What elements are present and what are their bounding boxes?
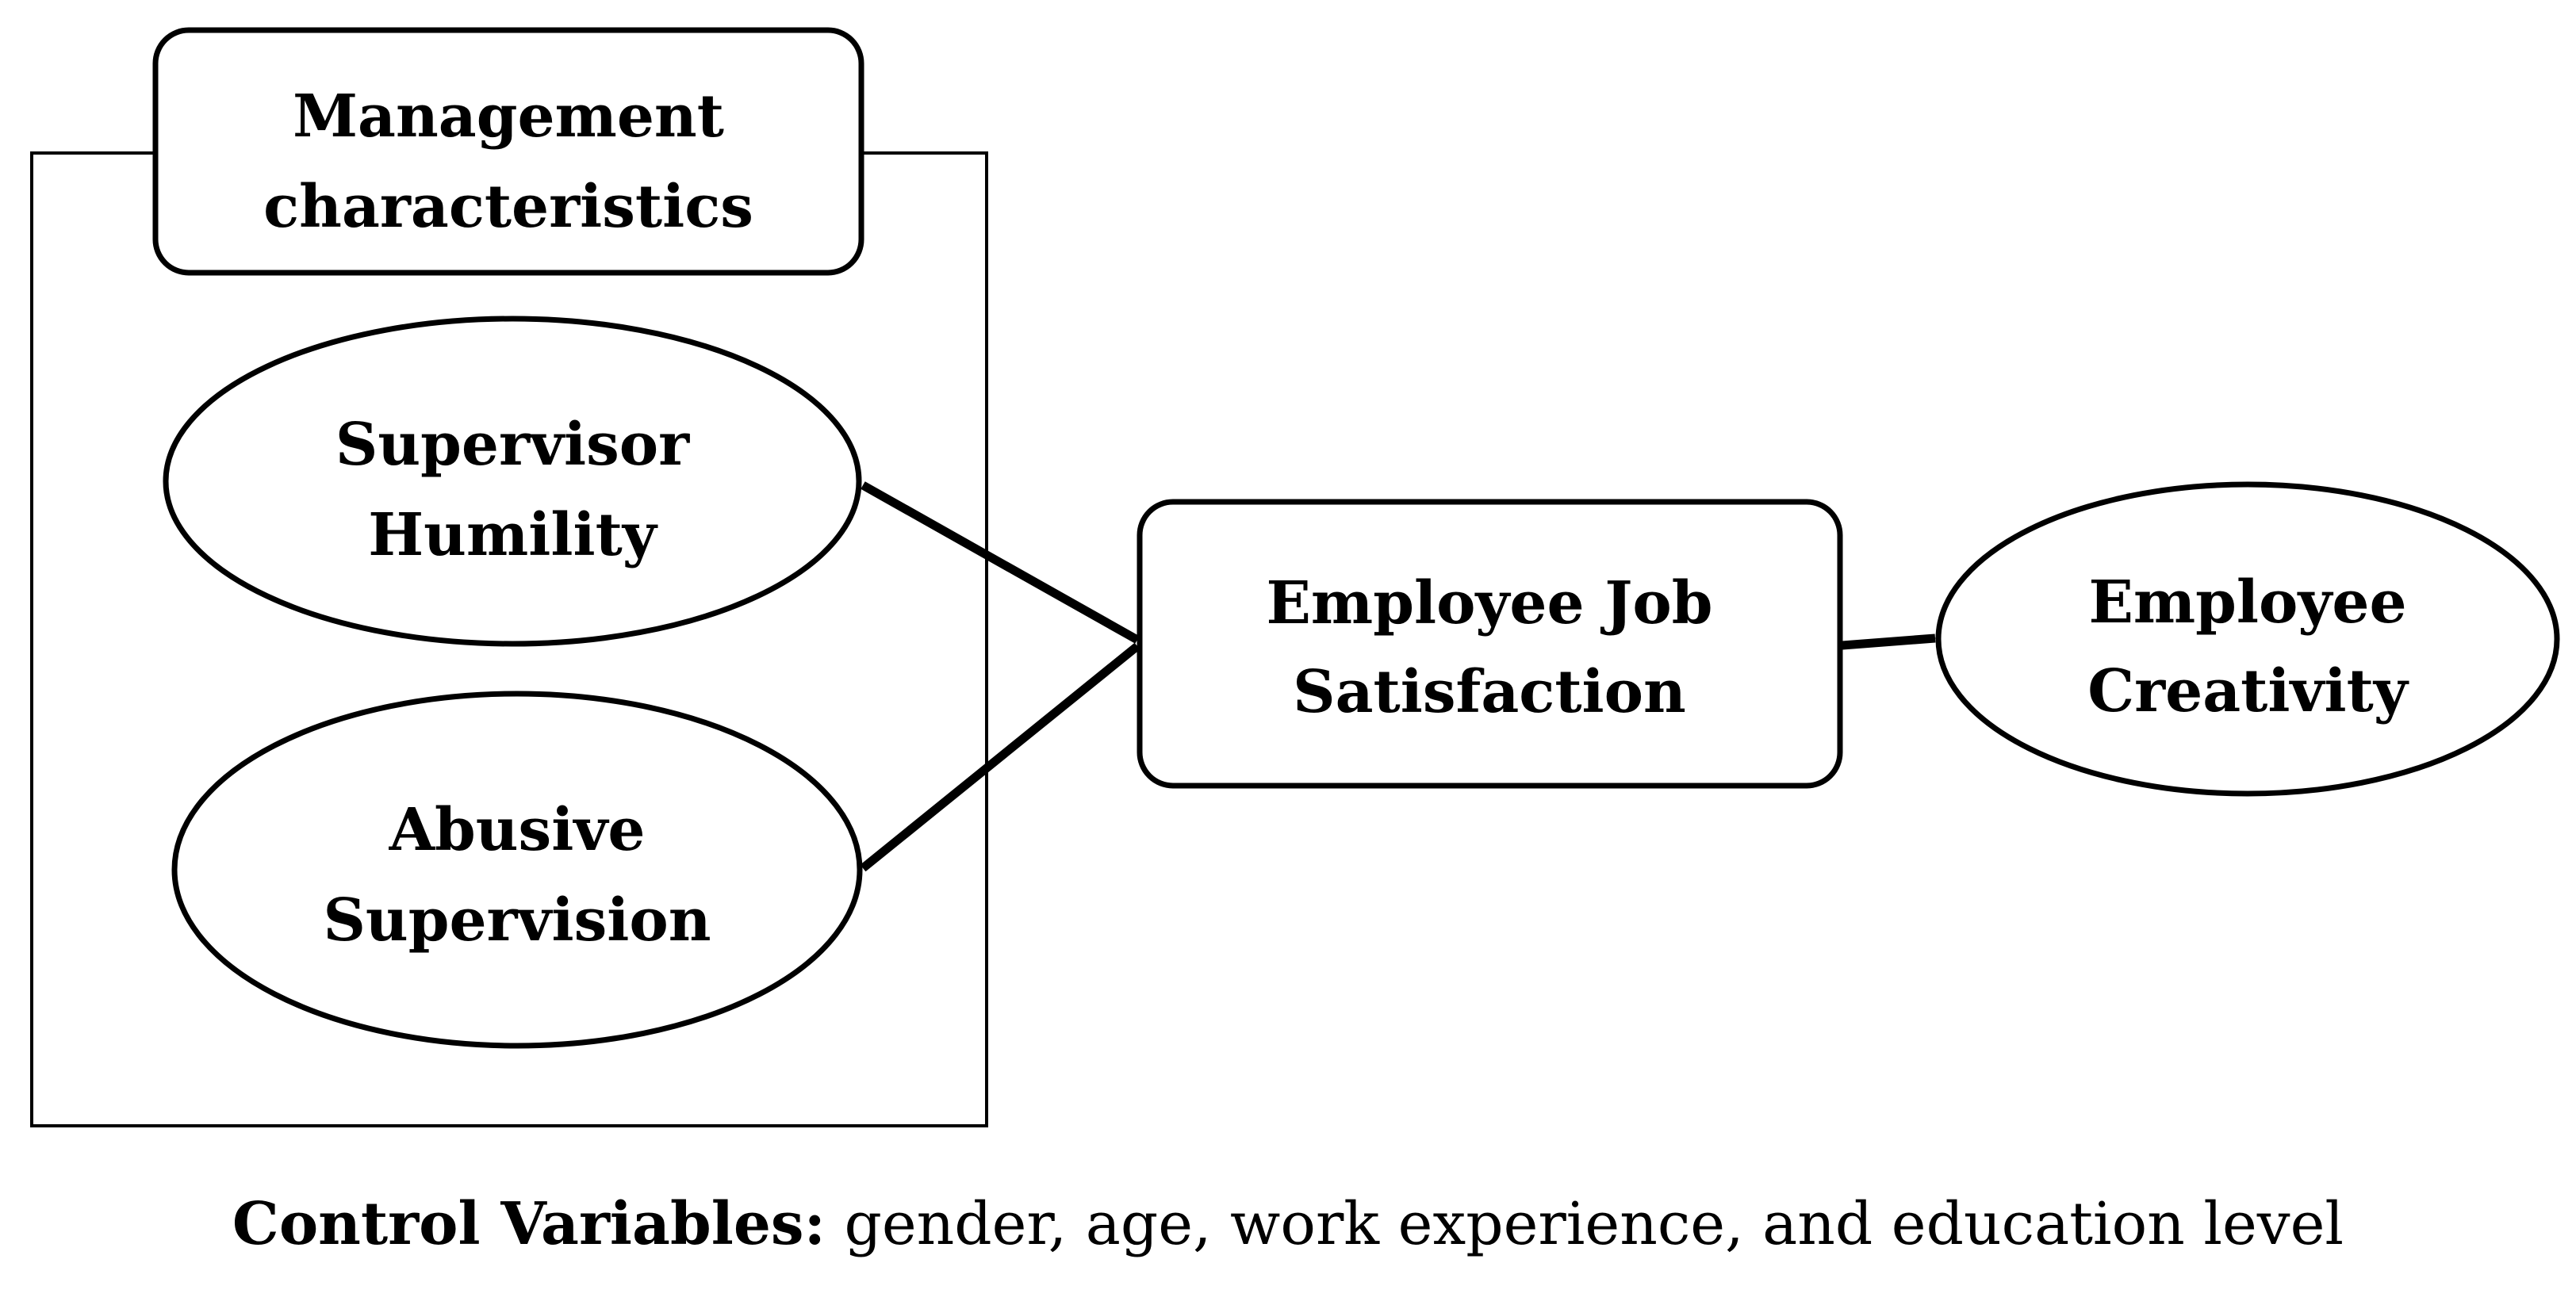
abusive-supervision-node (171, 691, 863, 1049)
supervisor-humility-label: Supervisor (335, 411, 690, 479)
abusive-supervision-label: Abusive (389, 796, 646, 864)
arrow-abuse-to-satisfaction (860, 642, 1140, 872)
management-characteristics-box (152, 27, 864, 276)
management-characteristics-label: Management (293, 82, 724, 151)
arrow-satisfaction-to-creativity (1842, 633, 1936, 650)
supervisor-humility-label: Humility (368, 501, 658, 569)
management-characteristics-label: characteristics (263, 173, 753, 241)
employee-job-satisfaction-label: Employee Job (1267, 569, 1713, 637)
abusive-supervision-label: Supervision (323, 886, 711, 955)
supervisor-humility-node (163, 316, 862, 647)
control-variables-text: gender, age, work experience, and educat… (825, 1190, 2344, 1258)
employee-creativity-label: Employee (2088, 568, 2406, 637)
arrow-humility-to-satisfaction (861, 481, 1140, 644)
control-variables-label: Control Variables: (232, 1190, 826, 1258)
employee-job-satisfaction-label: Satisfaction (1293, 658, 1686, 726)
employee-job-satisfaction-node (1137, 499, 1843, 789)
control-variables-caption: Control Variables: gender, age, work exp… (0, 1189, 2576, 1260)
employee-creativity-label: Creativity (2087, 657, 2409, 725)
employee-creativity-node (1935, 481, 2560, 797)
